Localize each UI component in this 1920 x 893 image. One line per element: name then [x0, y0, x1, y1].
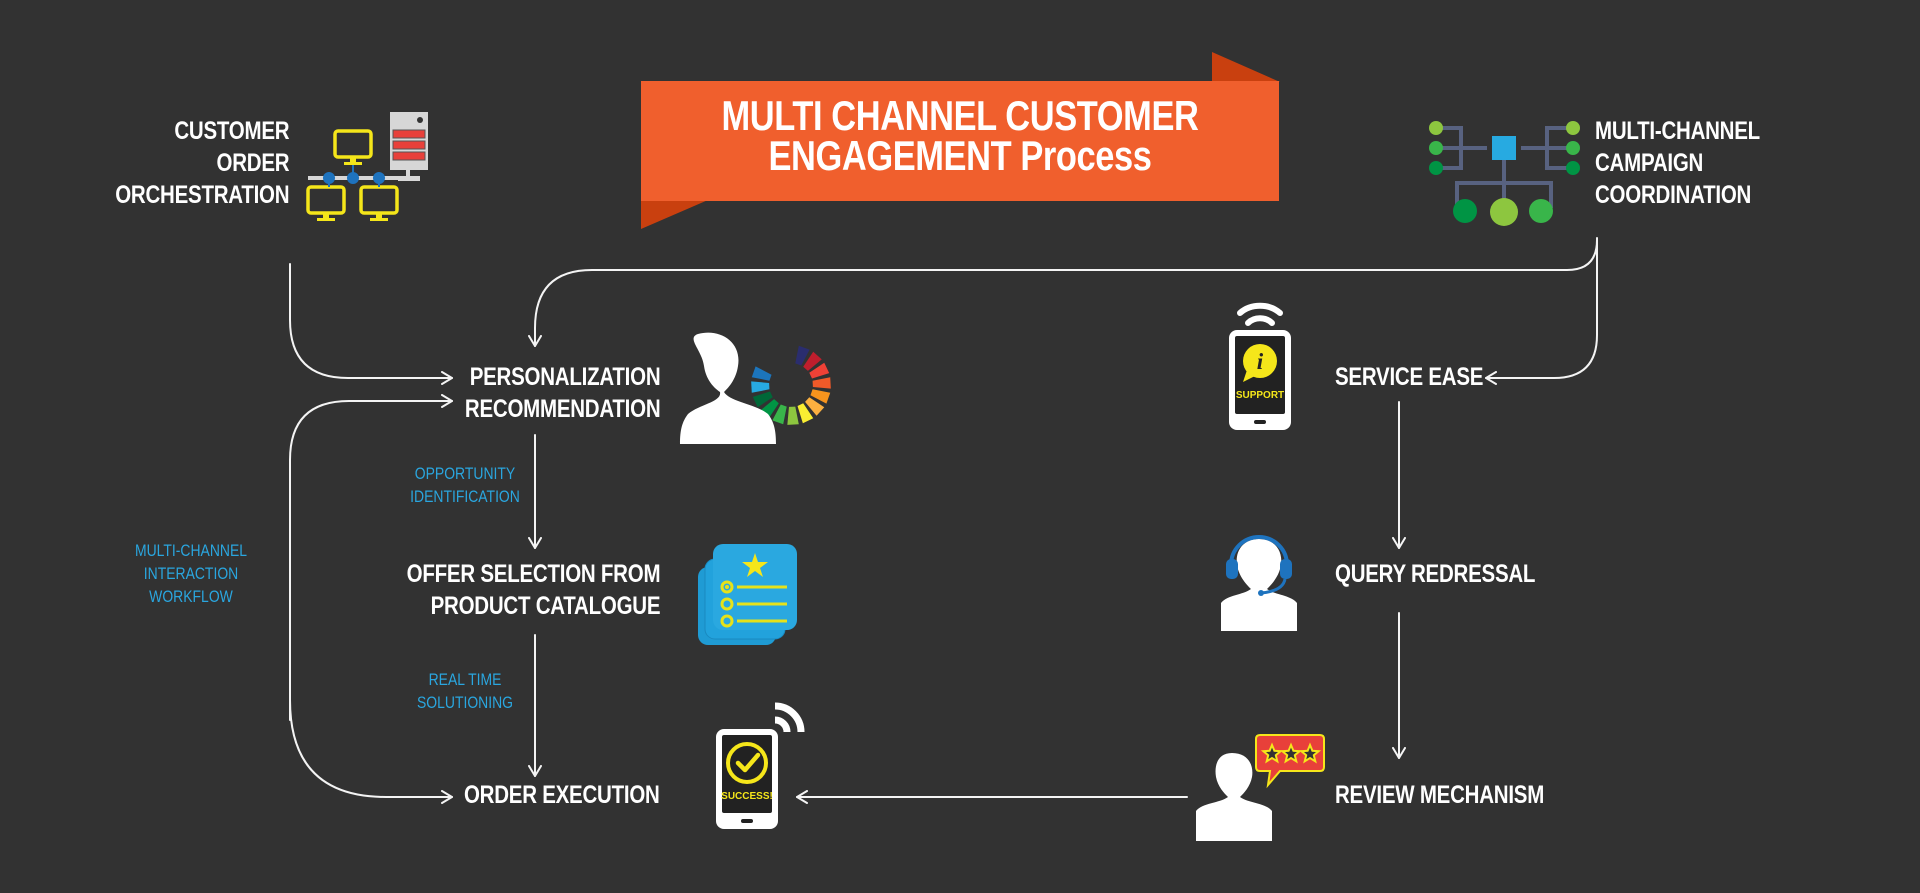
title-line-1: MULTI CHANNEL CUSTOMER — [721, 92, 1199, 139]
catalogue-list-icon — [698, 544, 797, 645]
node-label-line: ORDER EXECUTION — [464, 781, 660, 809]
node-label-line: PERSONALIZATION — [469, 363, 660, 391]
node-label-line: PRODUCT CATALOGUE — [430, 592, 660, 620]
info-glyph: i — [1257, 349, 1264, 374]
node-service-ease: SERVICE EASE — [1335, 361, 1483, 393]
page-title: MULTI CHANNEL CUSTOMER ENGAGEMENT Proces… — [698, 92, 1221, 179]
success-screen-text: SUCCESS! — [721, 791, 773, 802]
node-label-line: SERVICE EASE — [1335, 363, 1484, 391]
user-color-wheel-icon — [680, 332, 831, 444]
mobile-support-icon: i SUPPORT — [1229, 302, 1291, 430]
headset-agent-icon — [1221, 535, 1297, 631]
node-label-line: CAMPAIGN — [1595, 149, 1704, 177]
color-wheel-segment — [812, 377, 831, 389]
annotation-interaction-workflow: MULTI-CHANNEL INTERACTION WORKFLOW — [125, 539, 256, 608]
node-customer-order-orchestration: CUSTOMER ORDER ORCHESTRATION — [115, 115, 289, 211]
annotation-line: WORKFLOW — [149, 587, 233, 606]
node-query-redressal: QUERY REDRESSAL — [1335, 558, 1535, 590]
node-campaign-coordination: MULTI-CHANNEL CAMPAIGN COORDINATION — [1595, 115, 1760, 211]
connector-workflow-to-order-execution — [289, 699, 453, 804]
connector-campaign-to-personalization — [528, 239, 1598, 347]
node-label-line: CUSTOMER — [174, 117, 289, 145]
color-wheel-segment — [751, 366, 772, 381]
node-order-execution: ORDER EXECUTION — [464, 779, 660, 811]
annotation-line: OPPORTUNITY — [414, 464, 516, 483]
annotation-line: IDENTIFICATION — [410, 487, 520, 506]
star-icon — [1260, 742, 1284, 764]
node-label-line: COORDINATION — [1595, 181, 1752, 209]
color-wheel-segment — [805, 397, 825, 416]
color-wheel-segment — [787, 406, 799, 425]
node-personalization-recommendation: PERSONALIZATION RECOMMENDATION — [464, 361, 661, 425]
node-label-line: ORCHESTRATION — [114, 181, 289, 209]
annotation-line: MULTI-CHANNEL — [134, 541, 248, 560]
color-wheel-segment — [752, 391, 773, 408]
network-orchestration-icon — [306, 112, 428, 221]
node-label-line: QUERY REDRESSAL — [1335, 560, 1536, 588]
node-label-line: MULTI-CHANNEL — [1595, 117, 1760, 145]
color-wheel-segment — [751, 381, 770, 393]
title-line-2: ENGAGEMENT Process — [768, 132, 1152, 179]
node-review-mechanism: REVIEW MECHANISM — [1335, 779, 1544, 811]
connector-workflow-to-personalization — [289, 394, 453, 721]
connector-order-to-personalization — [289, 263, 453, 385]
node-label-line: RECOMMENDATION — [464, 395, 661, 423]
connector-campaign-to-service-ease — [1485, 237, 1598, 385]
support-screen-text: SUPPORT — [1236, 390, 1284, 401]
star-icon — [1279, 742, 1303, 764]
annotation-line: INTERACTION — [143, 564, 239, 583]
node-label-line: OFFER SELECTION FROM — [406, 560, 660, 588]
node-offer-selection: OFFER SELECTION FROM PRODUCT CATALOGUE — [406, 558, 660, 622]
color-wheel-segment — [810, 389, 831, 404]
annotation-opportunity-identification: OPPORTUNITY IDENTIFICATION — [408, 462, 523, 508]
node-label-line: ORDER — [216, 149, 289, 177]
mobile-success-icon: SUCCESS! — [716, 702, 805, 829]
color-wheel-segment — [795, 345, 810, 366]
color-wheel-segment — [803, 351, 822, 371]
annotation-real-time-solutioning: REAL TIME SOLUTIONING — [408, 668, 523, 714]
color-wheel-segment — [772, 404, 787, 425]
rating-stars — [1260, 742, 1322, 764]
annotation-line: REAL TIME — [428, 670, 502, 689]
hierarchy-network-icon — [1429, 121, 1580, 226]
color-wheel-segment — [809, 362, 830, 379]
node-label-line: REVIEW MECHANISM — [1335, 781, 1545, 809]
color-wheel-segment — [797, 403, 814, 424]
user-rating-icon — [1196, 734, 1325, 841]
star-icon — [1298, 742, 1322, 764]
annotation-line: SOLUTIONING — [416, 693, 514, 712]
